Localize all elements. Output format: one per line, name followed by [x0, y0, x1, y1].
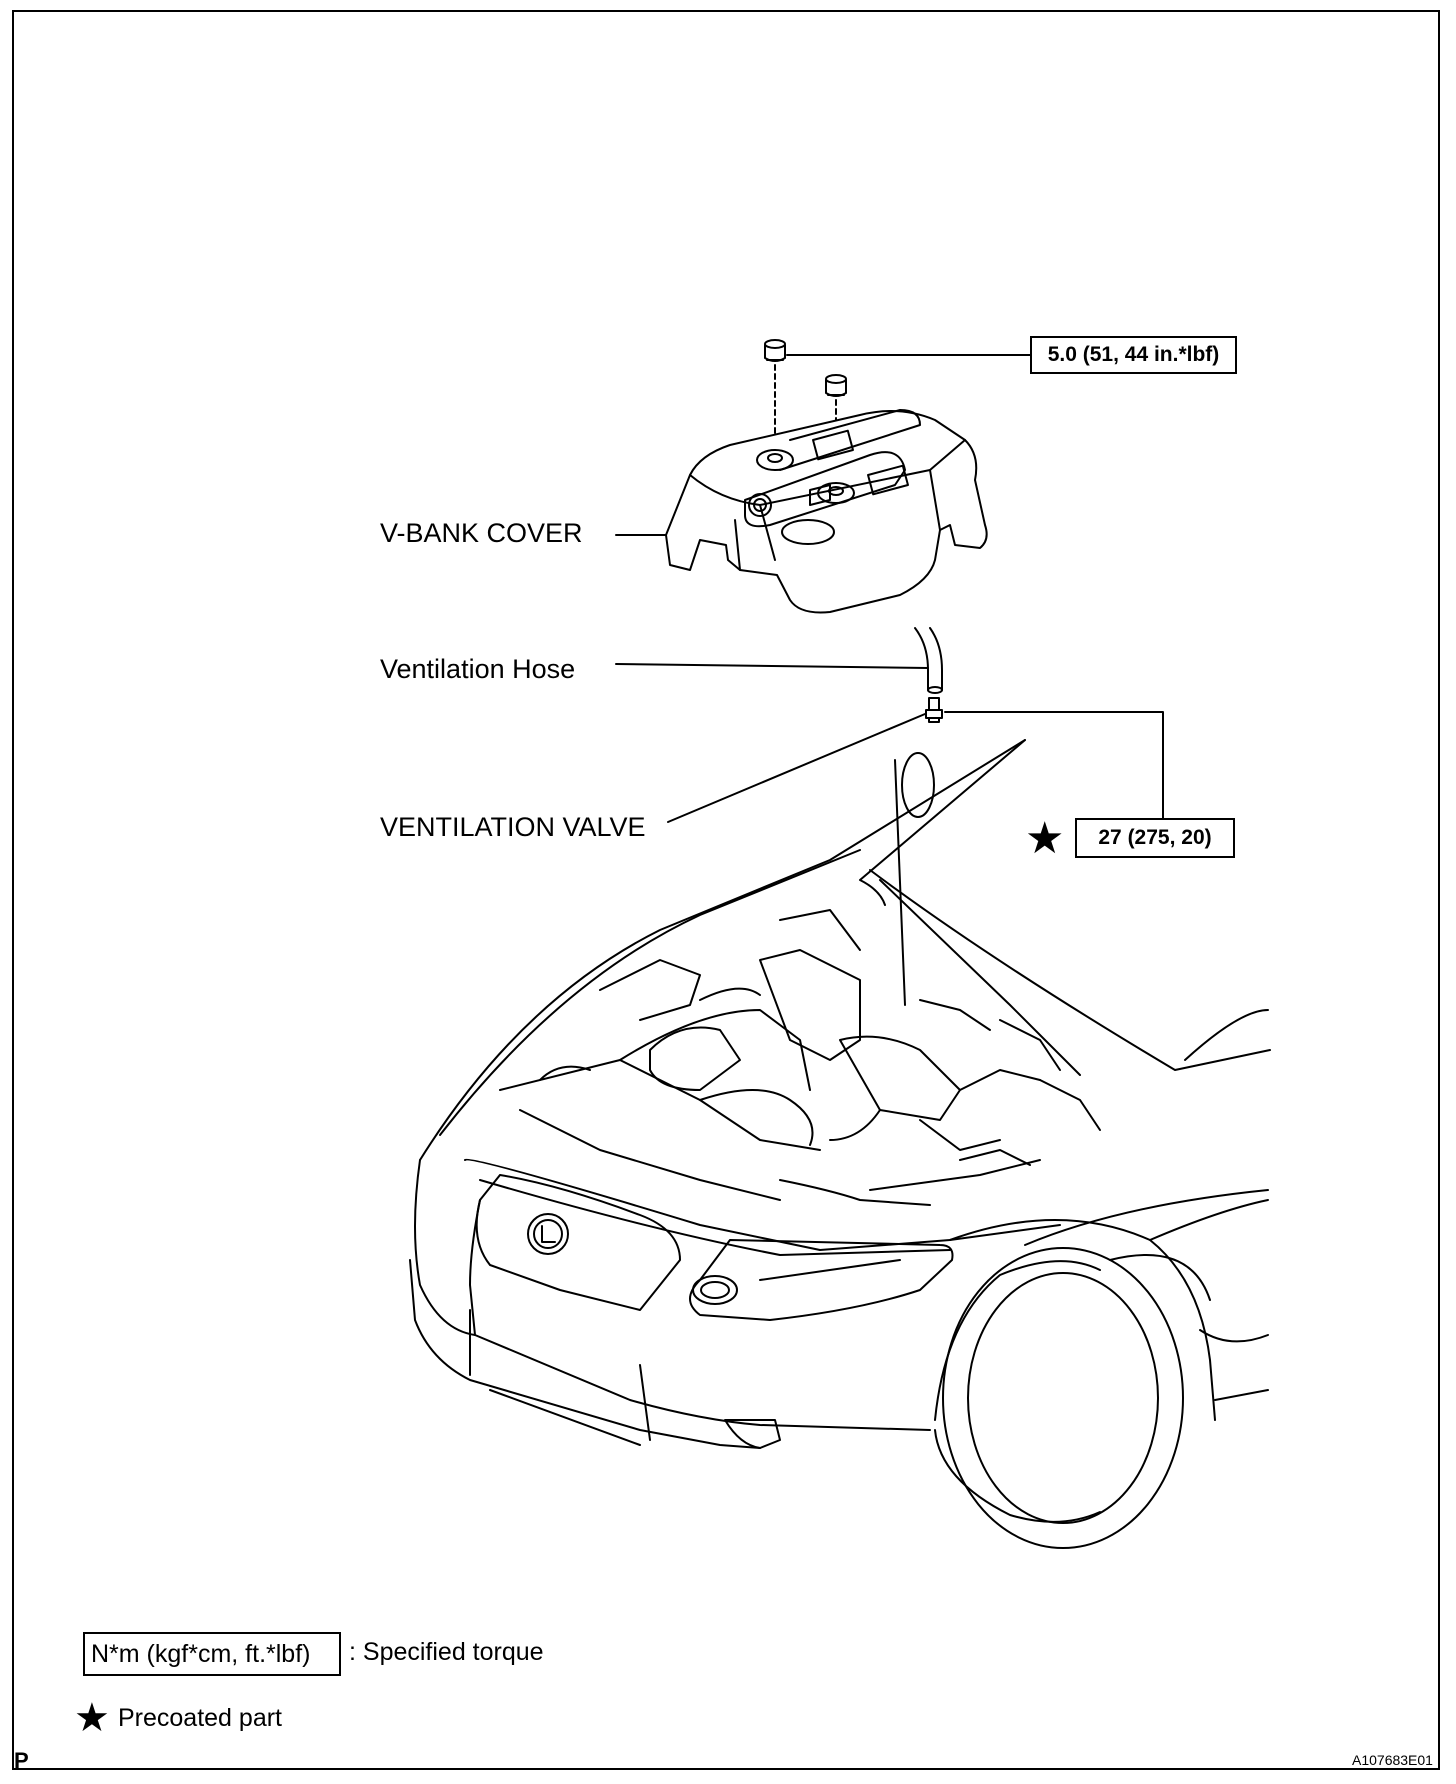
cover-nut-left — [764, 339, 786, 362]
vehicle-drawing — [409, 739, 1271, 1549]
precoat-star-icon: ★ — [1025, 814, 1065, 863]
leader-ventilation-hose — [615, 663, 929, 669]
page-letter: P — [14, 1748, 29, 1773]
torque-legend-box: N*m (kgf*cm, ft.*lbf) — [83, 1632, 341, 1676]
leader-ventilation-valve — [667, 713, 926, 823]
ventilation-valve-label: VENTILATION VALVE — [380, 812, 646, 842]
valve-torque-box: 27 (275, 20) — [1075, 818, 1235, 858]
ventilation-hose-label: Ventilation Hose — [380, 654, 576, 684]
cover-nut-torque-box: 5.0 (51, 44 in.*lbf) — [1030, 336, 1237, 374]
ventilation-valve-drawing — [925, 697, 943, 723]
legend-star-icon: ★ — [74, 1696, 110, 1740]
v-bank-cover-drawing — [665, 409, 988, 614]
v-bank-cover-label: V-BANK COVER — [380, 518, 583, 548]
leader-valve-torque — [944, 711, 1164, 821]
figure-id: A107683E01 — [1352, 1752, 1433, 1768]
torque-legend-text: : Specified torque — [349, 1638, 544, 1666]
precoat-legend-text: Precoated part — [118, 1704, 282, 1732]
cover-nut-right — [825, 374, 847, 397]
ventilation-hose-drawing — [914, 627, 943, 694]
figure-frame — [12, 10, 1440, 1770]
